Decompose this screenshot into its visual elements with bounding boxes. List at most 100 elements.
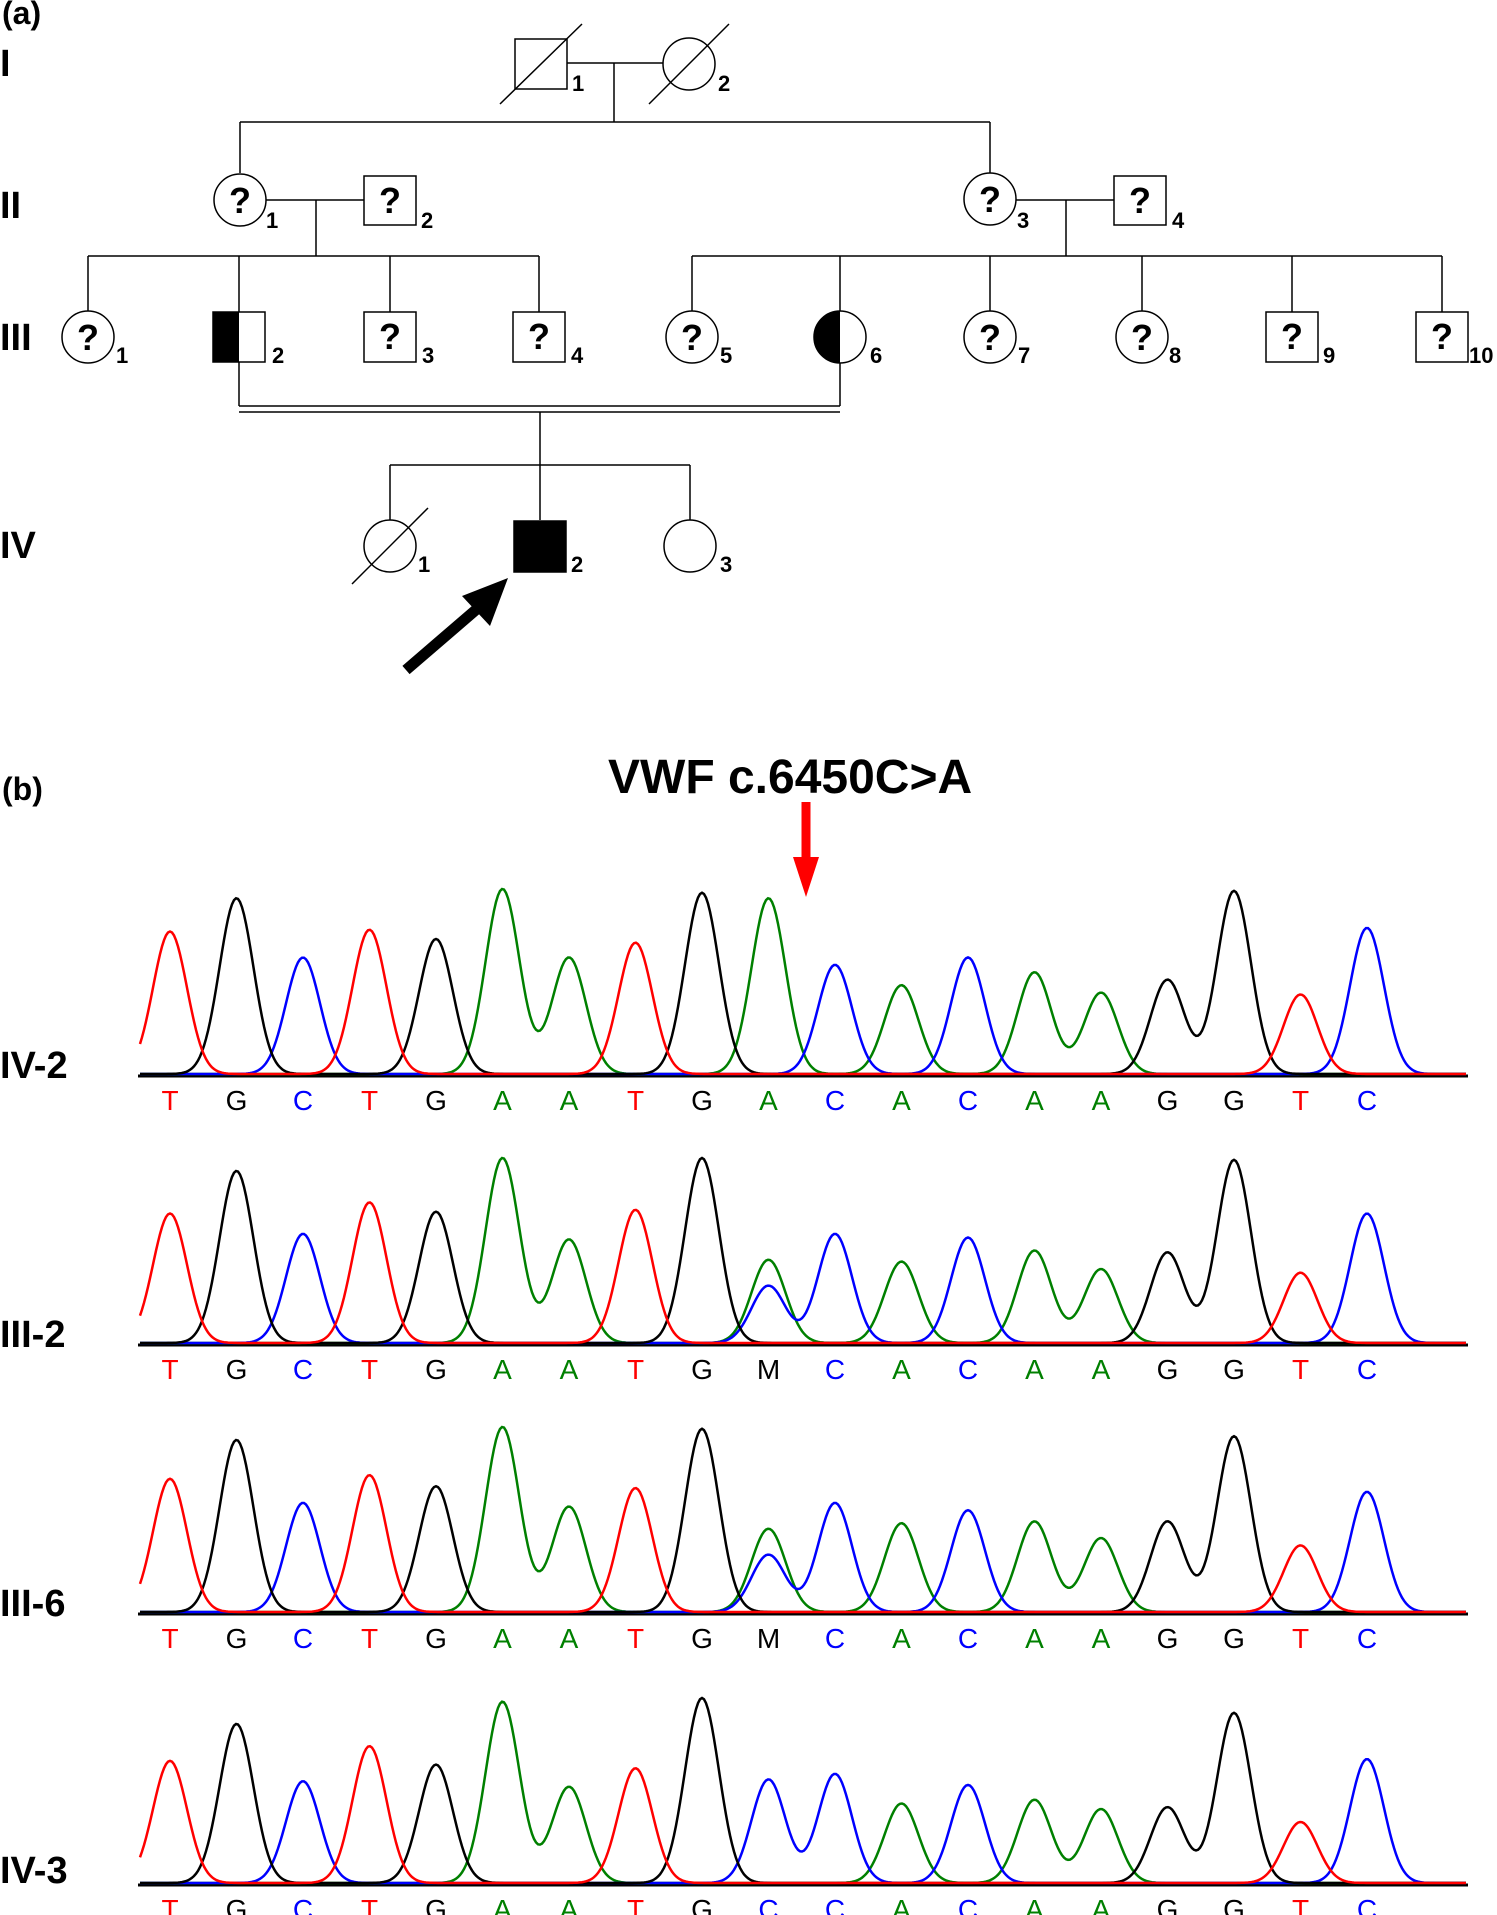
base-call: A: [1025, 1354, 1044, 1385]
unknown-mark: ?: [379, 316, 401, 357]
base-call: C: [293, 1354, 313, 1385]
base-call: G: [226, 1623, 248, 1654]
individual-III-9: ? 9: [1265, 311, 1335, 368]
base-call: A: [892, 1623, 911, 1654]
base-call: T: [361, 1085, 378, 1116]
base-call: G: [1223, 1623, 1245, 1654]
individual-number: 2: [571, 552, 583, 577]
base-call: G: [691, 1085, 713, 1116]
individual-IV-3: 3: [663, 519, 732, 577]
base-call: G: [1157, 1894, 1179, 1915]
base-call: T: [361, 1354, 378, 1385]
individual-II-1: ? 1: [213, 173, 278, 233]
individual-number: 2: [718, 71, 730, 96]
base-call: T: [627, 1085, 644, 1116]
base-call: C: [958, 1085, 978, 1116]
base-call: G: [691, 1623, 713, 1654]
female-symbol: [963, 172, 1017, 226]
deceased-slash: [499, 23, 583, 105]
generation-label-II: II: [0, 185, 21, 227]
unknown-mark: ?: [979, 317, 1001, 358]
base-call: G: [425, 1894, 447, 1915]
base-call: G: [691, 1354, 713, 1385]
base-call: T: [1292, 1085, 1309, 1116]
male-symbol: [363, 311, 417, 363]
deceased-slash: [648, 23, 730, 105]
base-call: C: [958, 1894, 978, 1915]
individual-number: 6: [870, 343, 882, 368]
base-call: A: [1092, 1894, 1111, 1915]
individual-number: 10: [1469, 343, 1493, 368]
base-call: C: [758, 1894, 778, 1915]
individual-III-4: ? 4: [512, 311, 584, 368]
base-call: G: [1157, 1354, 1179, 1385]
base-call: A: [493, 1894, 512, 1915]
proband-arrow: [402, 578, 508, 675]
base-call: C: [1357, 1623, 1377, 1654]
mutation-arrow: [793, 802, 819, 897]
base-call: A: [560, 1354, 579, 1385]
base-call: A: [560, 1085, 579, 1116]
base-call: T: [1292, 1623, 1309, 1654]
trace-channel-C: [140, 1490, 1466, 1614]
base-call: G: [425, 1085, 447, 1116]
base-call: T: [627, 1894, 644, 1915]
individual-number: 7: [1018, 343, 1030, 368]
base-call: A: [1025, 1085, 1044, 1116]
individual-number: 3: [720, 552, 732, 577]
trace-channel-T: [138, 1744, 1466, 1885]
base-call: T: [161, 1085, 178, 1116]
trace-channel-T: [138, 1473, 1466, 1614]
individual-number: 2: [272, 343, 284, 368]
base-call: C: [1357, 1894, 1377, 1915]
individual-number: 4: [571, 343, 584, 368]
base-call: A: [892, 1894, 911, 1915]
base-call: C: [293, 1623, 313, 1654]
individual-I-2: 2: [648, 23, 730, 105]
base-call: A: [493, 1085, 512, 1116]
female-symbol: [665, 310, 719, 364]
trace-channel-C: [140, 1758, 1466, 1885]
unknown-mark: ?: [229, 180, 251, 221]
individual-III-2: 2: [212, 311, 284, 368]
female-symbol: [963, 310, 1017, 364]
unknown-mark: ?: [1129, 180, 1151, 221]
base-call: A: [1092, 1085, 1111, 1116]
sample-label: III-6: [0, 1583, 65, 1625]
sample-label: IV-2: [0, 1045, 68, 1087]
base-call: C: [958, 1623, 978, 1654]
base-call: A: [1025, 1623, 1044, 1654]
individual-III-3: ? 3: [363, 311, 434, 368]
base-call: C: [293, 1085, 313, 1116]
female-symbol: [213, 173, 267, 227]
individual-III-8: ? 8: [1115, 310, 1181, 368]
individual-number: 1: [572, 71, 584, 96]
sample-label: III-2: [0, 1314, 65, 1356]
individual-number: 1: [116, 343, 128, 368]
individual-number: 5: [720, 343, 732, 368]
individual-II-2: ? 2: [363, 175, 433, 233]
base-call: M: [757, 1354, 780, 1385]
base-call: T: [361, 1894, 378, 1915]
carrier-half-fill: [213, 312, 239, 362]
affected-male-symbol: [513, 520, 567, 573]
base-call: T: [161, 1894, 178, 1915]
base-call: C: [825, 1354, 845, 1385]
individual-number: 9: [1323, 343, 1335, 368]
generation-label-IV: IV: [0, 525, 37, 567]
deceased-slash: [351, 507, 429, 585]
unknown-mark: ?: [1431, 316, 1453, 357]
base-call: G: [425, 1623, 447, 1654]
base-call: A: [1025, 1894, 1044, 1915]
base-call: G: [425, 1354, 447, 1385]
base-call: G: [226, 1894, 248, 1915]
male-symbol: [1415, 311, 1469, 363]
base-call: C: [958, 1354, 978, 1385]
base-call: C: [825, 1085, 845, 1116]
individual-I-1: 1: [499, 23, 584, 105]
base-call: G: [226, 1354, 248, 1385]
